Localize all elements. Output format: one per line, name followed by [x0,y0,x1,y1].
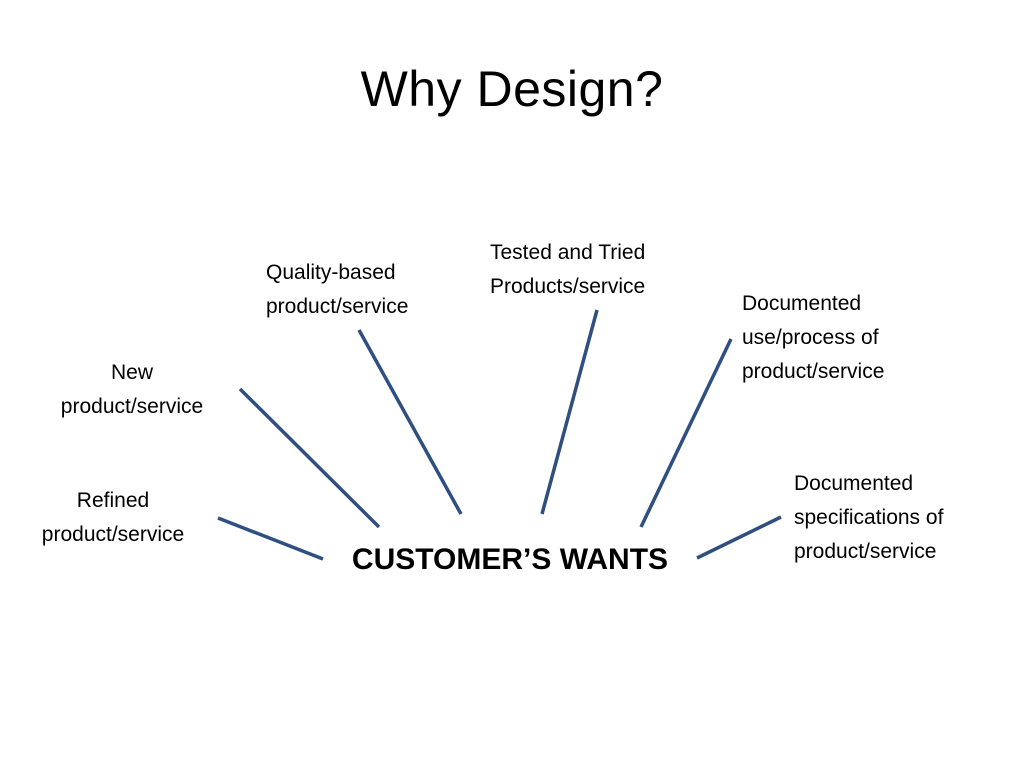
node-new-product: New product/service [37,356,227,424]
connector-new [238,387,381,529]
node-refined-line-1: Refined [76,489,150,512]
node-refined-product: Refined product/service [18,484,208,552]
connector-tested [540,309,599,515]
connector-refined [217,516,324,561]
slide-title: Why Design? [360,61,664,117]
node-quality-based: Quality-based product/service [266,256,408,324]
node-documented-use: Documented use/process of product/servic… [742,287,884,389]
center-customers-wants: CUSTOMER’S WANTS [351,543,669,576]
node-quality-line-1: Quality-based [266,261,396,284]
connector-quality [357,329,463,515]
node-documented-use-line-3: product/service [742,360,885,383]
node-documented-use-line-2: use/process of [742,326,879,349]
node-tested-line-1: Tested and Tried [490,241,646,264]
connector-documented-specs [696,515,782,560]
node-new-line-1: New [110,361,153,384]
node-documented-use-line-1: Documented [742,292,862,315]
connector-documented-use [639,338,733,528]
node-refined-line-2: product/service [41,523,185,546]
node-new-line-2: product/service [60,395,204,418]
node-documented-specs-line-2: specifications of [794,506,944,529]
node-tested-line-2: Products/service [490,275,646,298]
node-documented-specs-line-3: product/service [794,540,937,563]
node-quality-line-2: product/service [266,295,409,318]
node-tested-tried: Tested and Tried Products/service [490,236,645,304]
node-documented-specs: Documented specifications of product/ser… [794,467,943,569]
node-documented-specs-line-1: Documented [794,472,914,495]
